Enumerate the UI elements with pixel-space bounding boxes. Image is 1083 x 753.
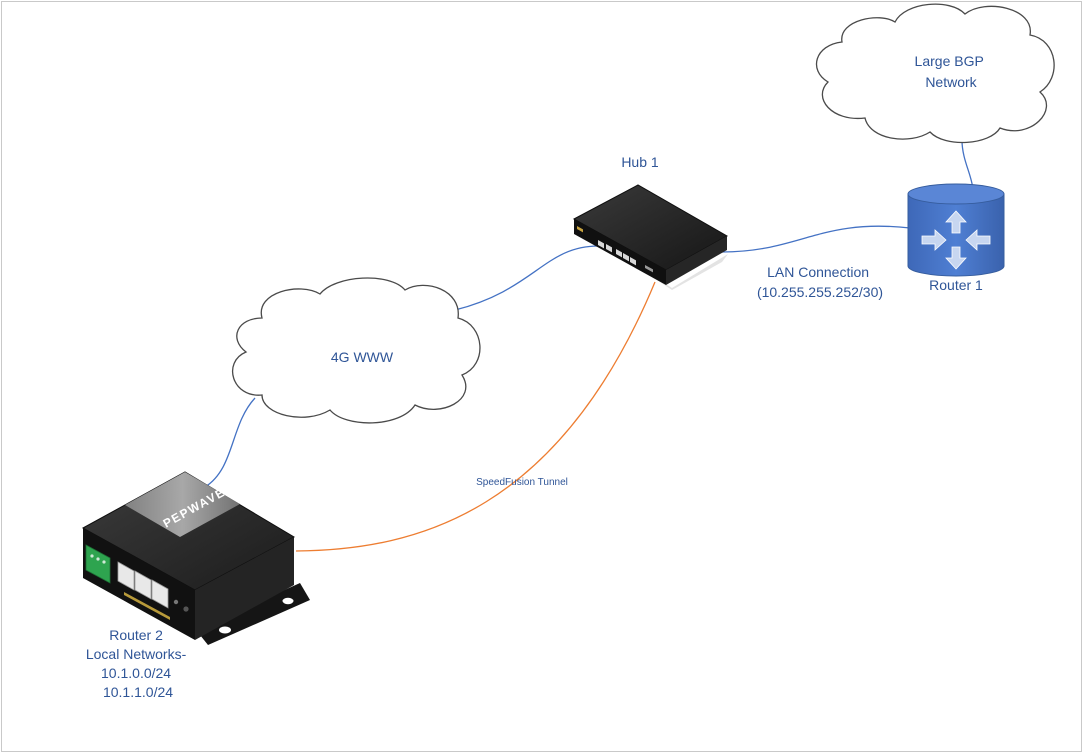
- speedfusion-tunnel-label: SpeedFusion Tunnel: [476, 477, 568, 488]
- link-speedfusion-tunnel: [295, 281, 656, 552]
- router2-device: PEPWAVE: [81, 471, 310, 645]
- bgp-network-label: Large BGP Network: [915, 53, 988, 90]
- hub1-device: [572, 184, 729, 290]
- router1-label: Router 1: [929, 277, 983, 293]
- bgp-network-cloud: [816, 3, 1055, 144]
- www-cloud: [231, 277, 481, 424]
- hub1-label: Hub 1: [621, 154, 659, 170]
- lan-connection-label: LAN Connection (10.255.255.252/30): [757, 264, 883, 300]
- router1-icon: [907, 183, 1005, 277]
- link-router2-to-www: [204, 397, 256, 488]
- link-www-to-hub: [454, 245, 601, 311]
- www-label: 4G WWW: [331, 349, 394, 365]
- router2-label: Router 2 Local Networks- 10.1.0.0/24 10.…: [86, 627, 190, 700]
- link-lan-connection: [721, 225, 911, 253]
